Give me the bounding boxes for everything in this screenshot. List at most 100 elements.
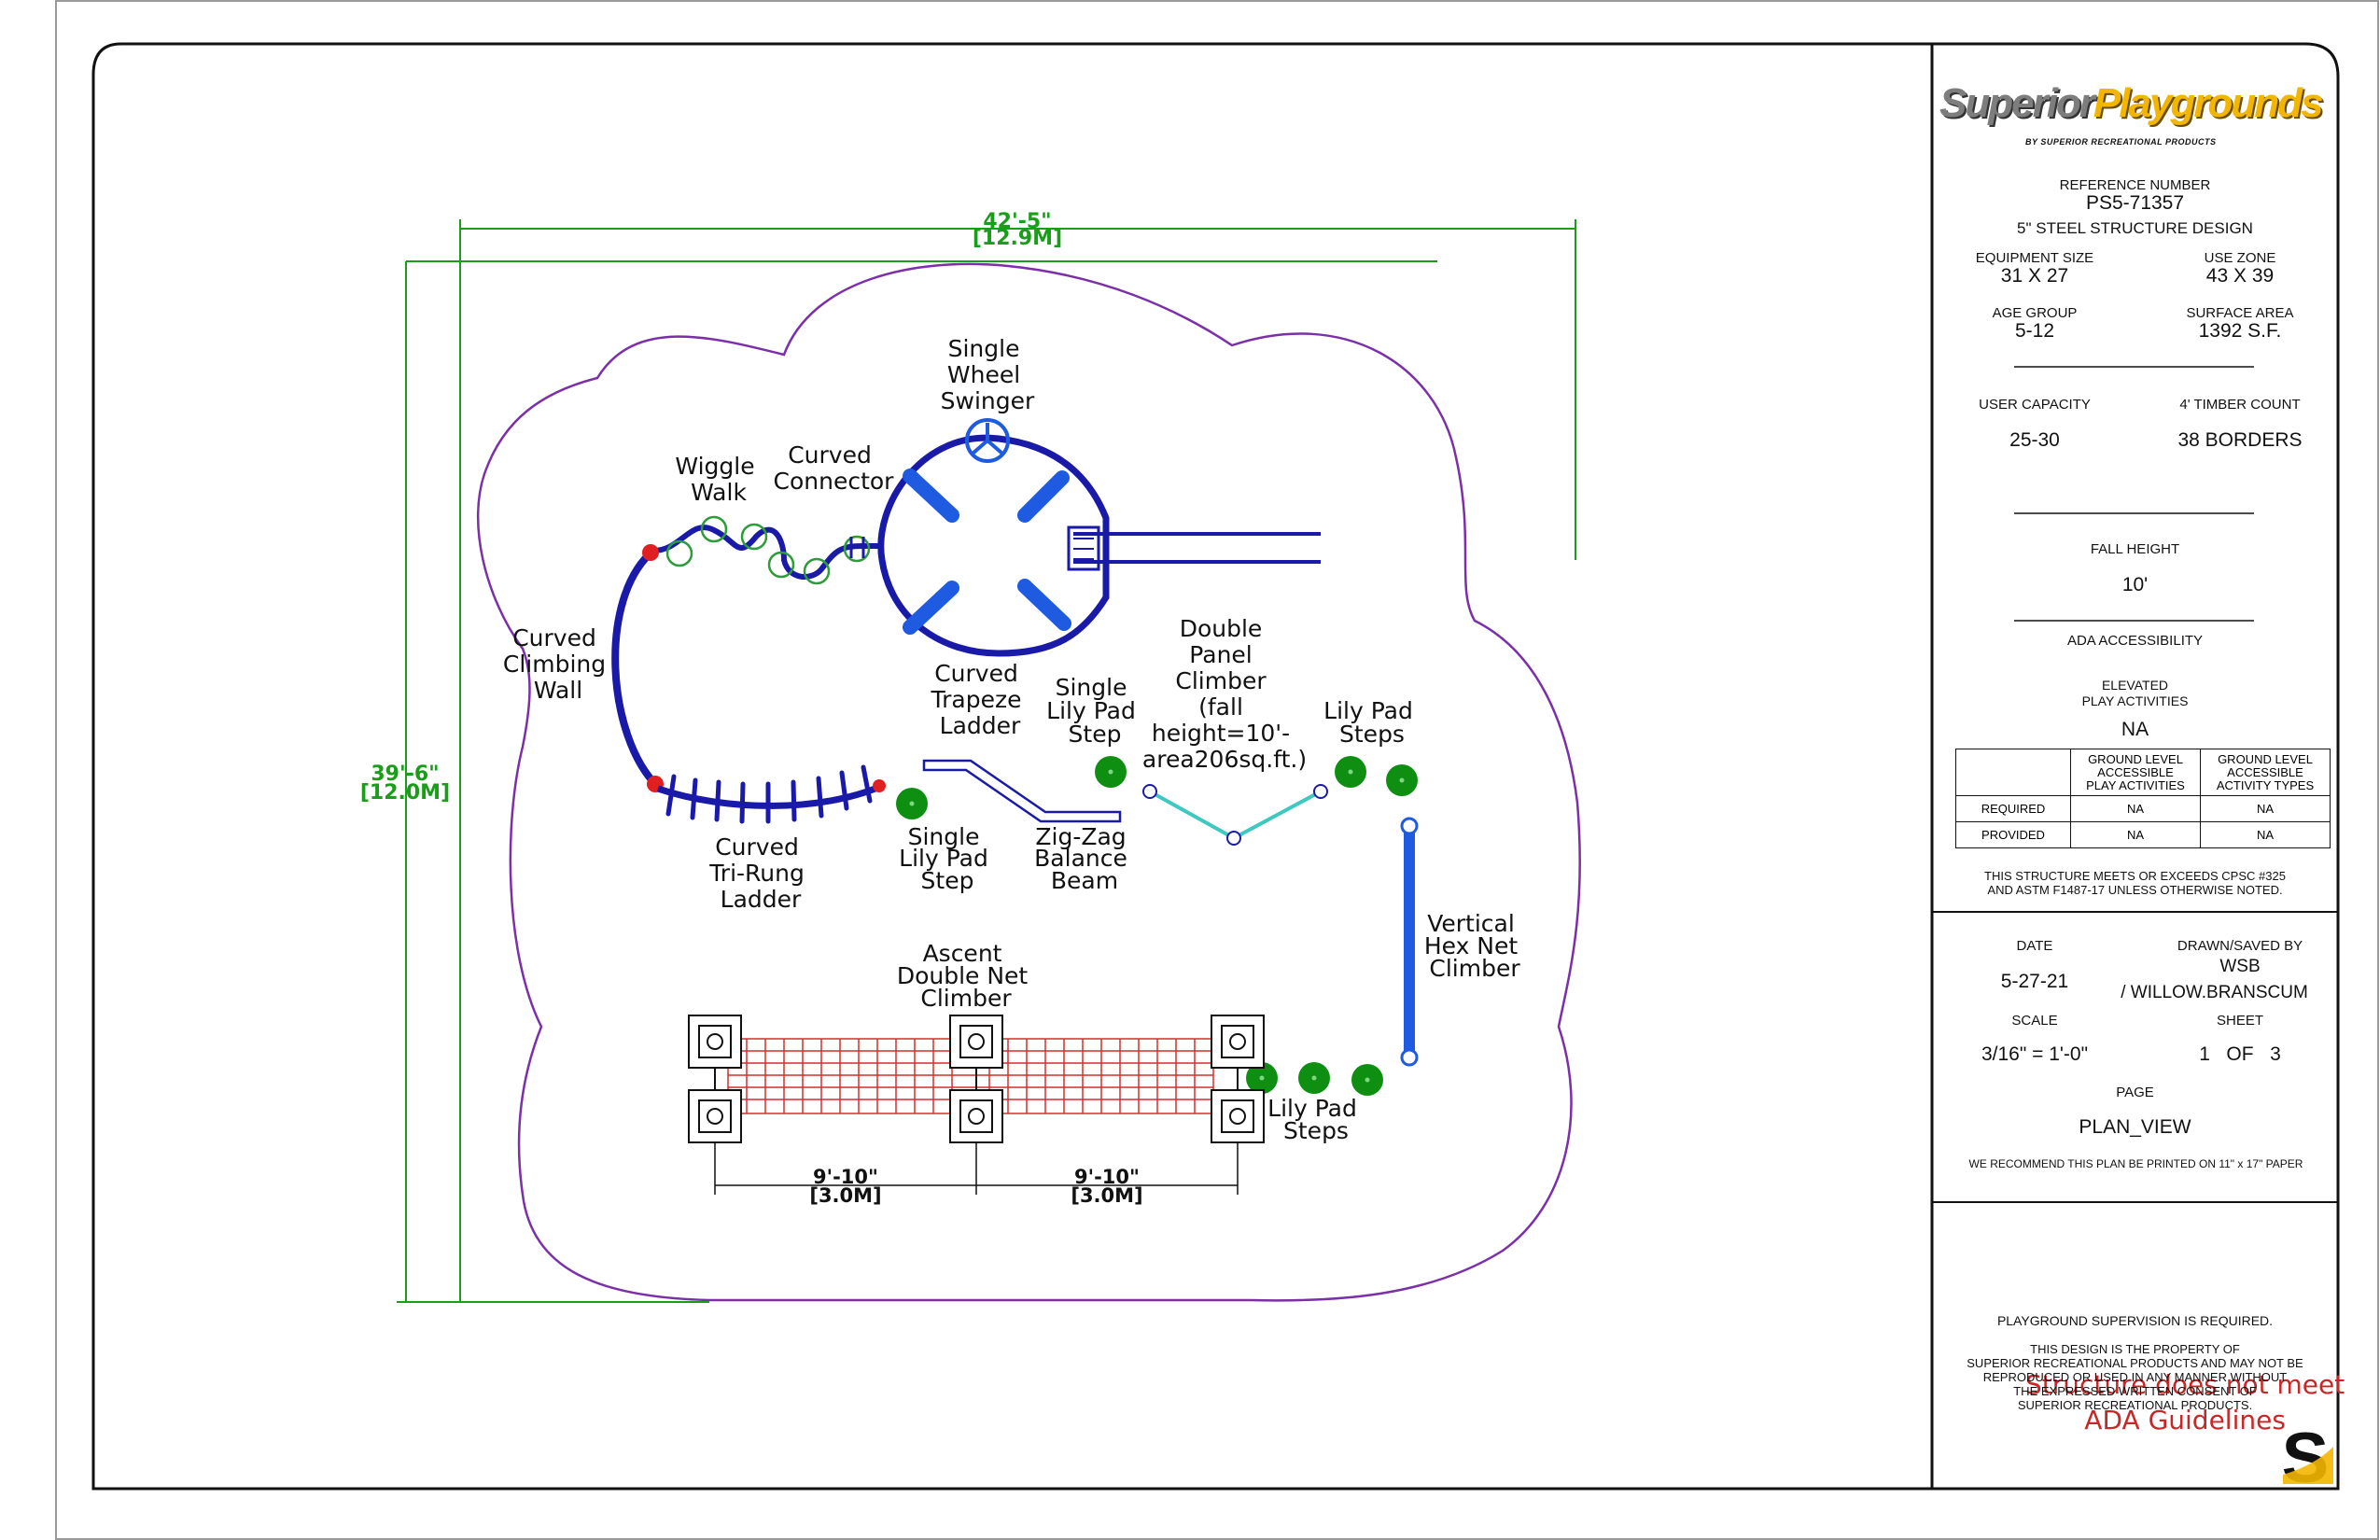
- use-zone-value: 43 X 39: [2205, 265, 2275, 287]
- table-row: PROVIDED NA NA: [1955, 821, 2331, 848]
- age-group-label: AGE GROUP: [1992, 305, 2078, 321]
- ada-table-header-line: ACCESSIBLE: [2097, 764, 2174, 779]
- ada-note-line-2: ADA Guidelines: [2084, 1405, 2286, 1435]
- ada-table-header-ground-types: GROUND LEVEL ACCESSIBLE ACTIVITY TYPES: [2200, 749, 2331, 796]
- brand-logo-part2: Playgrounds: [2093, 80, 2323, 126]
- width-dimension-m: [12.9M]: [973, 227, 1062, 250]
- label-vertical-hex-net-climber: Vertical Hex Net Climber: [1424, 910, 1525, 982]
- span-dimension-left-ft: 9'-10": [813, 1166, 878, 1188]
- double-panel-climber: [1142, 784, 1328, 846]
- label-lily-pad-steps-top: Lily Pad Steps: [1323, 697, 1421, 748]
- drawn-by-label: DRAWN/SAVED BY: [2177, 938, 2303, 954]
- ada-table-header-line: PLAY ACTIVITIES: [2086, 777, 2185, 792]
- ada-table-row-label: PROVIDED: [1955, 821, 2071, 848]
- ada-activities-table: GROUND LEVEL ACCESSIBLE PLAY ACTIVITIES …: [1955, 749, 2331, 848]
- sheet-label: SHEET: [2216, 1013, 2263, 1029]
- property-notice-line: SUPERIOR RECREATIONAL PRODUCTS AND MAY N…: [1967, 1356, 2303, 1370]
- ada-guidelines-note: Structure does not meet ADA Guidelines: [2025, 1367, 2345, 1438]
- ada-table-cell: NA: [2070, 821, 2201, 848]
- drawn-by-name: / WILLOW.BRANSCUM: [2121, 983, 2308, 1002]
- drawing-frame: [91, 42, 2340, 1491]
- zig-zag-balance-beam: [922, 759, 1122, 823]
- label-double-panel-climber: Double Panel Climber (fall height=10'- a…: [1142, 615, 1307, 773]
- use-zone-label: USE ZONE: [2204, 250, 2276, 266]
- ada-table-cell: NA: [2070, 795, 2201, 822]
- timber-count-value: 38 BORDERS: [2177, 429, 2303, 451]
- ada-table-header-line: GROUND LEVEL: [2088, 751, 2183, 766]
- ascent-double-net-climber: [688, 1015, 1265, 1143]
- user-capacity-value: 25-30: [2009, 429, 2060, 451]
- elevated-label-line-2: PLAY ACTIVITIES: [2081, 693, 2189, 708]
- elevated-value: NA: [2121, 719, 2149, 740]
- span-dimension-right-ft: 9'-10": [1074, 1166, 1140, 1188]
- cpsc-note-line-2: AND ASTM F1487-17 UNLESS OTHERWISE NOTED…: [1987, 883, 2283, 897]
- page-value: PLAN_VIEW: [2079, 1116, 2191, 1138]
- scale-value: 3/16" = 1'-0": [1981, 1043, 2089, 1065]
- connector-clamp-icon: [642, 544, 659, 561]
- ada-table-header-line: GROUND LEVEL: [2218, 751, 2313, 766]
- design-type: 5" STEEL STRUCTURE DESIGN: [2017, 219, 2253, 237]
- reference-label: REFERENCE NUMBER: [2059, 177, 2211, 193]
- span-dimension-lines: [714, 1143, 1239, 1195]
- surface-area-value: 1392 S.F.: [2198, 320, 2282, 342]
- label-single-lily-pad-step-bottom: Single Lily Pad Step: [899, 823, 996, 894]
- label-curved-trapeze-ladder: Curved Trapeze Ladder: [931, 660, 1029, 739]
- property-notice: THIS DESIGN IS THE PROPERTY OF SUPERIOR …: [1932, 1342, 2338, 1412]
- supervision-note: PLAYGROUND SUPERVISION IS REQUIRED.: [1996, 1313, 2274, 1328]
- span-dimension-right-m: [3.0M]: [1071, 1184, 1142, 1207]
- label-curved-tri-rung-ladder: Curved Tri-Rung Ladder: [708, 833, 812, 913]
- ada-table-header-ground-activities: GROUND LEVEL ACCESSIBLE PLAY ACTIVITIES: [2070, 749, 2201, 796]
- dimension-lines: [397, 219, 1576, 1303]
- span-dimension-left-m: [3.0M]: [809, 1184, 881, 1207]
- depth-dimension-m: [12.0M]: [360, 781, 450, 805]
- label-wiggle-walk: Wiggle Walk: [675, 453, 762, 506]
- depth-dimension-ft: 39'-6": [371, 763, 439, 786]
- cpsc-note-line-1: THIS STRUCTURE MEETS OR EXCEEDS CPSC #32…: [1984, 869, 2286, 883]
- page-label: PAGE: [2116, 1085, 2154, 1100]
- table-row: REQUIRED NA NA: [1955, 795, 2331, 822]
- use-zone-outline: [476, 262, 1581, 1302]
- ada-table-cell: NA: [2200, 795, 2331, 822]
- ada-table-cell: NA: [2200, 821, 2331, 848]
- ada-table-corner: [1955, 749, 2071, 796]
- drawn-by-initials: WSB: [2219, 957, 2261, 976]
- ada-table-header-line: ACCESSIBLE: [2227, 764, 2303, 779]
- age-group-value: 5-12: [2014, 320, 2055, 342]
- elevated-label-line-1: ELEVATED: [2101, 678, 2169, 693]
- label-lily-pad-steps-bottom: Lily Pad Steps: [1267, 1095, 1365, 1144]
- brand-logo-part1: Superior: [1939, 80, 2095, 126]
- ada-accessibility-label: ADA ACCESSIBILITY: [2066, 633, 2204, 649]
- label-single-lily-pad-step-top: Single Lily Pad Step: [1046, 674, 1143, 748]
- label-zig-zag-balance-beam: Zig-Zag Balance Beam: [1034, 823, 1135, 894]
- brand-s-mark-icon: S: [2282, 1419, 2333, 1498]
- brand-logo: SuperiorPlaygrounds: [1939, 80, 2323, 127]
- equipment-size-value: 31 X 27: [2000, 265, 2069, 287]
- curved-climbing-wall: [611, 547, 661, 790]
- label-single-wheel-swinger: Single Wheel Swinger: [941, 335, 1035, 414]
- ada-note-line-1: Structure does not meet: [2025, 1369, 2345, 1400]
- brand-tagline: BY SUPERIOR RECREATIONAL PRODUCTS: [2025, 137, 2217, 147]
- print-recommendation: WE RECOMMEND THIS PLAN BE PRINTED ON 11"…: [1968, 1157, 2303, 1170]
- label-curved-climbing-wall: Curved Climbing Wall: [503, 624, 613, 704]
- property-notice-line: SUPERIOR RECREATIONAL PRODUCTS.: [2017, 1398, 2253, 1412]
- fall-height-value: 10': [2121, 574, 2149, 595]
- reference-number: PS5-71357: [2085, 192, 2185, 214]
- surface-area-label: SURFACE AREA: [2186, 305, 2294, 321]
- label-ascent-double-net-climber: Ascent Double Net Climber: [897, 940, 1035, 1012]
- width-dimension-ft: 42'-5": [983, 210, 1051, 233]
- deck-structure: [877, 434, 1321, 657]
- outer-trim-border: [55, 0, 2379, 1540]
- sheet-value: 1 OF 3: [2199, 1043, 2281, 1065]
- property-notice-line: THIS DESIGN IS THE PROPERTY OF: [2030, 1342, 2240, 1356]
- curved-tri-rung-ladder: [656, 764, 886, 824]
- date-value: 5-27-21: [2000, 971, 2069, 992]
- wheel-icon: [965, 418, 1010, 463]
- fall-height-label: FALL HEIGHT: [2090, 541, 2180, 557]
- user-capacity-label: USER CAPACITY: [1979, 397, 2091, 413]
- timber-count-label: 4' TIMBER COUNT: [2179, 397, 2301, 413]
- vertical-hex-net-climber: [1400, 817, 1419, 1067]
- lily-pad-centers: [909, 769, 1405, 1083]
- equipment-size-label: EQUIPMENT SIZE: [1975, 250, 2094, 266]
- ada-table-header-line: ACTIVITY TYPES: [2216, 777, 2315, 792]
